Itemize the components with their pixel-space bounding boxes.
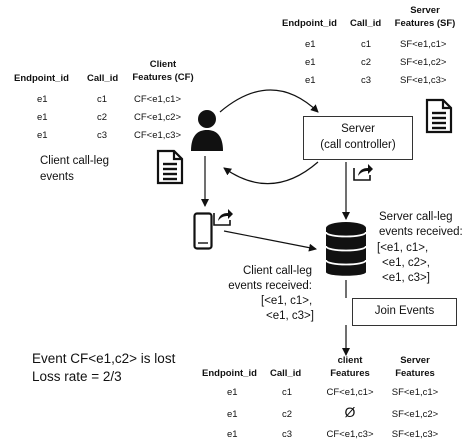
server-received-line: [<e1, c1>, bbox=[377, 242, 429, 254]
server-table-col-call: Call_id bbox=[350, 18, 382, 29]
server-received-line: events received: bbox=[379, 226, 463, 238]
join-table-col-client-1: client bbox=[337, 355, 363, 366]
document-icon bbox=[156, 149, 184, 185]
arrow-server-to-client bbox=[223, 161, 319, 185]
arrow-client-to-server bbox=[219, 89, 319, 113]
client-table-cell: e1 bbox=[37, 112, 48, 123]
client-received-line: <e1, c3>] bbox=[266, 310, 314, 322]
join-table-cell: e1 bbox=[227, 409, 238, 420]
client-received-line: Client call-leg bbox=[242, 265, 312, 277]
server-box-title: Server bbox=[341, 123, 375, 135]
join-table-cell: e1 bbox=[227, 429, 238, 440]
client-events-label-1: Client call-leg bbox=[40, 155, 110, 167]
join-table-col-server-1: Server bbox=[400, 355, 430, 366]
share-icon bbox=[353, 164, 373, 181]
client-table-title-1: Client bbox=[149, 59, 177, 70]
client-table-cell: CF<e1,c3> bbox=[134, 130, 181, 141]
join-table-col-endpoint: Endpoint_id bbox=[202, 368, 257, 379]
client-table-cell: CF<e1,c1> bbox=[134, 94, 181, 105]
server-received-line: Server call-leg bbox=[379, 211, 453, 223]
share-icon bbox=[213, 209, 233, 226]
arrow-phone-to-database bbox=[223, 230, 317, 252]
database-icon bbox=[325, 222, 367, 276]
client-table-title-2: Features (CF) bbox=[132, 72, 194, 83]
client-table-cell: c3 bbox=[97, 130, 108, 141]
join-table-cell: c2 bbox=[282, 409, 293, 420]
server-table-cell: SF<e1,c1> bbox=[400, 39, 447, 50]
client-events-label-2: events bbox=[40, 171, 74, 183]
server-table-cell: e1 bbox=[305, 57, 316, 68]
document-icon bbox=[425, 98, 453, 134]
server-table-title-1: Server bbox=[410, 5, 440, 16]
server-table-cell: e1 bbox=[305, 39, 316, 50]
client-table-cell: e1 bbox=[37, 94, 48, 105]
server-table-cell: SF<e1,c3> bbox=[400, 75, 447, 86]
join-table-col-client-2: Features bbox=[330, 368, 370, 379]
client-table-cell: c2 bbox=[97, 112, 108, 123]
server-box-subtitle: (call controller) bbox=[320, 139, 396, 151]
join-table-cell: SF<e1,c1> bbox=[391, 387, 439, 398]
server-box: Server (call controller) bbox=[303, 116, 413, 160]
join-table-cell: CF<e1,c3> bbox=[326, 429, 374, 440]
join-table-col-server-2: Features bbox=[395, 368, 435, 379]
server-table-cell: c3 bbox=[361, 75, 372, 86]
client-table-cell: e1 bbox=[37, 130, 48, 141]
client-received-line: events received: bbox=[228, 280, 312, 292]
server-table-cell: c2 bbox=[361, 57, 372, 68]
client-table-col-endpoint: Endpoint_id bbox=[14, 73, 69, 84]
person-icon bbox=[191, 110, 223, 151]
join-table-cell: c1 bbox=[282, 387, 293, 398]
join-table-cell: c3 bbox=[282, 429, 293, 440]
loss-note-event: Event CF<e1,c2> is lost bbox=[32, 351, 176, 366]
server-table-title-2: Features (SF) bbox=[394, 18, 456, 29]
join-table-null-cell: Ø bbox=[344, 404, 356, 420]
client-table-cell: CF<e1,c2> bbox=[134, 112, 181, 123]
join-events-label: Join Events bbox=[374, 305, 435, 317]
join-table-col-call: Call_id bbox=[270, 368, 302, 379]
join-table-cell: e1 bbox=[227, 387, 238, 398]
client-table-col-call: Call_id bbox=[87, 73, 119, 84]
server-table-cell: SF<e1,c2> bbox=[400, 57, 447, 68]
join-events-box: Join Events bbox=[352, 298, 457, 326]
server-received-line: <e1, c2>, bbox=[382, 257, 430, 269]
server-received-line: <e1, c3>] bbox=[382, 272, 430, 284]
join-table-cell: SF<e1,c3> bbox=[391, 429, 439, 440]
client-table-cell: c1 bbox=[97, 94, 108, 105]
loss-note-rate: Loss rate = 2/3 bbox=[32, 369, 122, 384]
join-table-cell: SF<e1,c2> bbox=[391, 409, 439, 420]
mobile-phone-icon bbox=[193, 212, 213, 250]
server-table-col-endpoint: Endpoint_id bbox=[282, 18, 337, 29]
join-table-cell: CF<e1,c1> bbox=[326, 387, 374, 398]
server-table-cell: c1 bbox=[361, 39, 372, 50]
server-table-cell: e1 bbox=[305, 75, 316, 86]
client-received-line: [<e1, c1>, bbox=[261, 295, 313, 307]
